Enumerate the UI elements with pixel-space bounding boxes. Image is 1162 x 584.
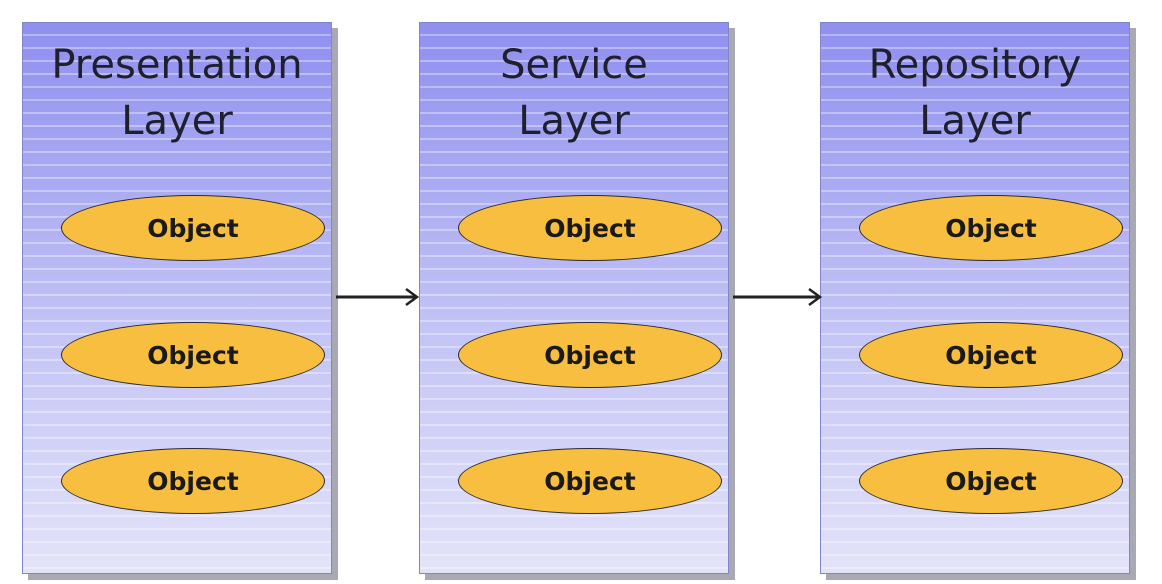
arrow-head [405,287,420,307]
object-ellipse: Object [458,448,722,514]
arrow-presentation-to-service [336,287,420,307]
layer-title-line1: Repository [868,42,1082,88]
layer-title-line2: Layer [518,98,630,144]
layer-title: Service Layer [420,37,728,149]
object-ellipse: Object [458,195,722,261]
arrow-service-to-repository [733,287,823,307]
object-ellipse: Object [61,448,325,514]
object-ellipse: Object [859,195,1123,261]
object-ellipse: Object [859,448,1123,514]
layer-title-line1: Presentation [51,42,303,88]
service-layer: Service Layer Object Object Object [419,22,729,574]
presentation-layer: Presentation Layer Object Object Object [22,22,332,574]
object-ellipse: Object [61,322,325,388]
layer-title: Repository Layer [821,37,1129,149]
object-ellipse: Object [61,195,325,261]
object-ellipse: Object [859,322,1123,388]
layer-title-line1: Service [500,42,648,88]
object-ellipse: Object [458,322,722,388]
layer-title-line2: Layer [919,98,1031,144]
arrow-head [808,287,823,307]
layer-title: Presentation Layer [23,37,331,149]
layer-title-line2: Layer [121,98,233,144]
repository-layer: Repository Layer Object Object Object [820,22,1130,574]
